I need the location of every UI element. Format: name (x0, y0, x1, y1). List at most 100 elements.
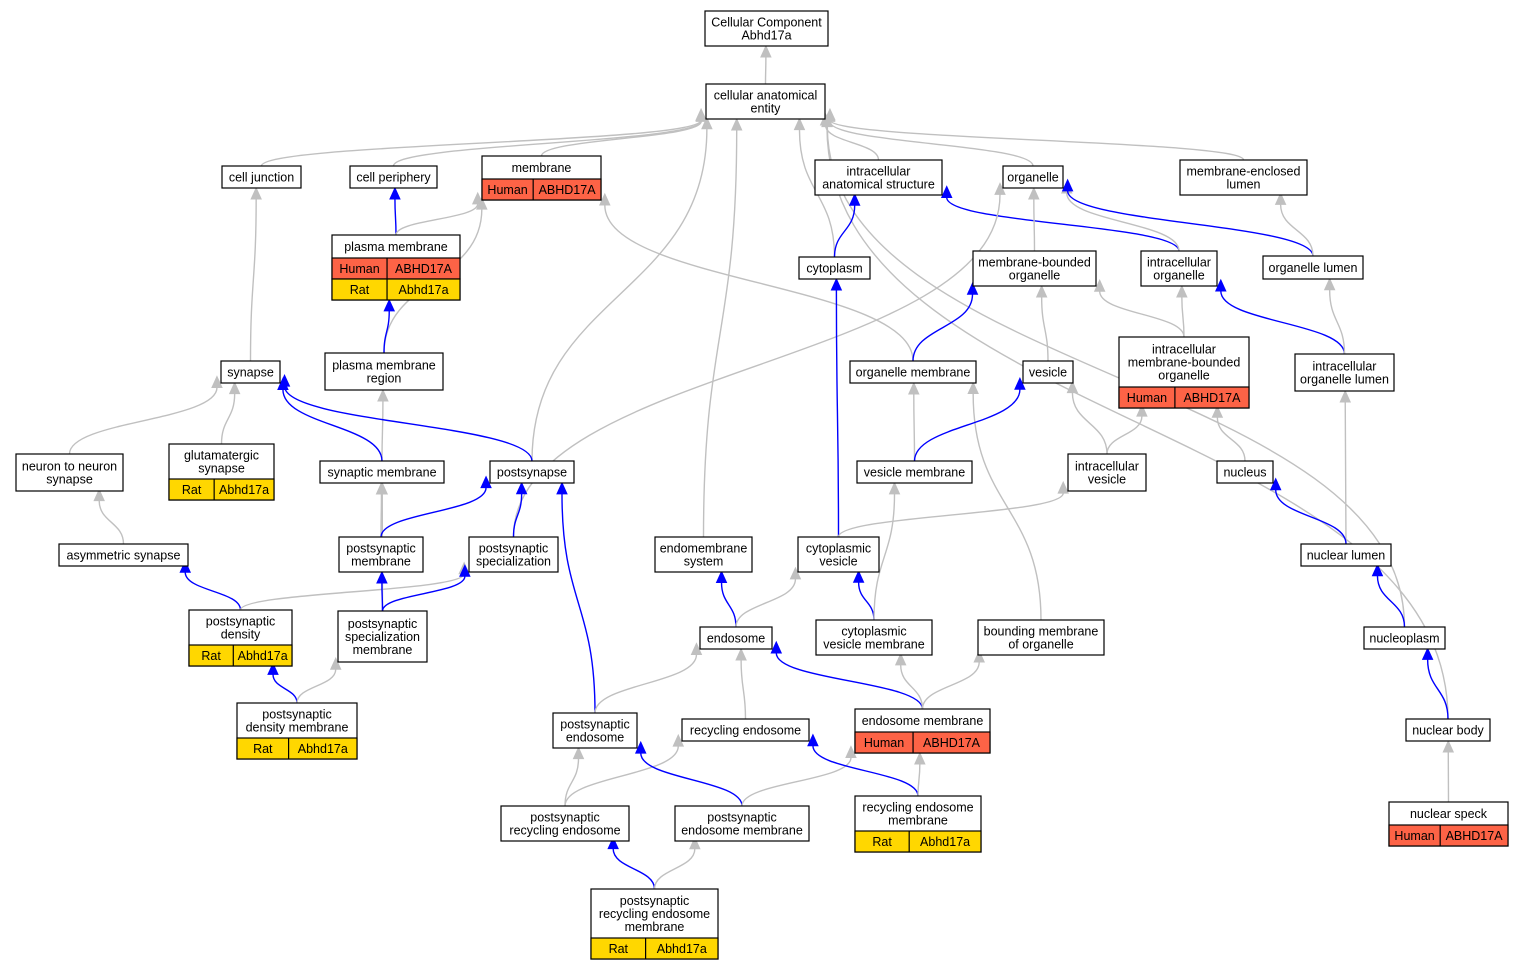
edge-line (913, 389, 1021, 462)
term-node-endosome[interactable]: endosome (699, 626, 773, 650)
term-node-nuc-body[interactable]: nuclear body (1405, 718, 1491, 742)
term-label: nuclear body (1412, 724, 1484, 738)
edge-line (873, 493, 896, 621)
species-label: Human (1394, 829, 1434, 843)
edge-rem-to-rec-endo (807, 733, 919, 797)
edge-line (395, 203, 479, 236)
edge-postsynapse-to-cae (531, 116, 713, 462)
gene-label: ABHD17A (395, 262, 453, 276)
edge-arrowhead (377, 388, 389, 402)
term-node-nuc-lumen[interactable]: nuclear lumen (1300, 543, 1392, 567)
edge-line (946, 197, 1180, 252)
edge-arrowhead (1061, 178, 1074, 192)
node-box (972, 250, 1097, 287)
term-label: synaptic membrane (327, 466, 436, 480)
edge-arrowhead (267, 662, 279, 675)
term-label: specialization (476, 555, 551, 569)
edge-ps-spec-to-organelle (512, 182, 1006, 538)
term-node-syn-mem[interactable]: synaptic membrane (319, 460, 445, 484)
edge-arrowhead (940, 185, 953, 198)
term-label: membrane (512, 161, 572, 175)
term-node-asym[interactable]: asymmetric synapse (58, 543, 189, 567)
node-box (1022, 360, 1074, 384)
term-node-organelle-membrane[interactable]: organelle membrane (849, 360, 977, 384)
species-label: Human (487, 183, 527, 197)
edge-nuc-lumen-to-iol (1339, 389, 1352, 545)
term-node-synapse[interactable]: synapse (220, 360, 281, 384)
annotation-row-human: Human ABHD17A (481, 178, 602, 201)
edge-line (1098, 291, 1185, 338)
edge-n2n-to-synapse (68, 375, 223, 455)
edge-line (512, 493, 523, 538)
edge-line (239, 573, 465, 611)
edge-cae-to-root (760, 44, 772, 85)
term-node-ves-mem[interactable]: vesicle membrane (856, 460, 973, 484)
term-node-vesicle[interactable]: vesicle (1022, 360, 1074, 384)
term-node-nucleus[interactable]: nucleus (1216, 460, 1274, 484)
edge-iv-to-vesicle (1066, 380, 1108, 455)
node-box (338, 536, 424, 573)
term-node-cell-periphery[interactable]: cell periphery (349, 165, 438, 189)
edge-line (98, 500, 125, 545)
term-node-imbo[interactable]: intracellularmembrane-boundedorganelleHu… (1118, 336, 1250, 409)
term-node-organelle-lumen[interactable]: organelle lumen (1262, 255, 1364, 280)
edge-arrowhead (695, 109, 708, 122)
node-box (699, 626, 773, 650)
node-box (1363, 626, 1446, 650)
term-node-postsynapse[interactable]: postsynapse (489, 460, 575, 484)
gene-label: ABHD17A (539, 183, 597, 197)
edge-endo-mem-to-endosome (770, 640, 924, 710)
term-label: membrane-bounded (1128, 356, 1241, 370)
edge-psdm-to-psd (267, 662, 298, 704)
edge-arrowhead (480, 475, 492, 489)
node-box (1262, 255, 1364, 280)
edge-pss-mem-to-ps-spec (381, 564, 471, 612)
term-node-cell-junction[interactable]: cell junction (221, 165, 302, 189)
term-label: membrane (888, 814, 948, 828)
term-node-rec-endo[interactable]: recycling endosome (681, 718, 810, 742)
edge-line (917, 763, 921, 797)
node-box (1140, 250, 1218, 287)
edge-syn-mem-to-pmr (377, 388, 389, 462)
term-label: nuclear lumen (1307, 549, 1386, 563)
term-label: lumen (1226, 178, 1260, 192)
species-label: Rat (253, 742, 273, 756)
term-label: asymmetric synapse (67, 549, 181, 563)
edge-psd-to-asym (179, 560, 242, 611)
edge-line (1106, 416, 1143, 455)
term-node-organelle[interactable]: organelle (1002, 165, 1064, 189)
edge-endo-mem-to-bmo (921, 649, 985, 710)
term-node-cytoplasm[interactable]: cytoplasm (798, 256, 871, 280)
term-node-nucleoplasm[interactable]: nucleoplasm (1363, 626, 1446, 650)
